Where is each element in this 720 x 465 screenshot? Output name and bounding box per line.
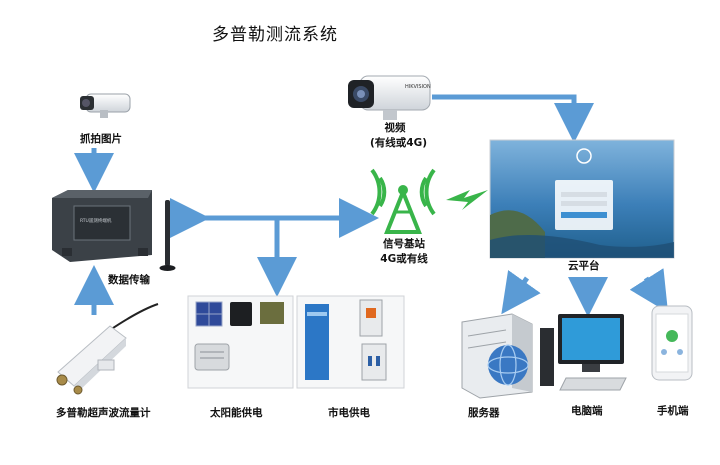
rtu-device-text: RTU遥测终端机 [80,217,112,224]
rtu-device-icon: RTU遥测终端机 [52,190,176,271]
cloud-platform-screen [489,139,675,259]
snapshot-camera-icon [80,93,131,118]
label-base-station-line1: 信号基站 [383,238,425,250]
page-title: 多普勒测流系统 [212,25,338,45]
label-snapshot-camera: 抓拍图片 [80,133,122,145]
arrow-cloud-to-server [501,270,541,315]
video-camera-icon: HIKVISION [348,75,431,120]
label-mains-power: 市电供电 [328,407,370,419]
mains-power-box [296,295,405,389]
pc-icon [540,314,627,391]
label-base-station-line2: 4G或有线 [380,253,428,265]
label-server: 服务器 [468,407,500,419]
server-icon [461,313,533,399]
label-pc: 电脑端 [571,405,603,417]
arrow-video-to-cloud [432,94,594,143]
label-video-camera: 视频 (有线或4G) [370,120,428,150]
label-cloud-platform: 云平台 [568,260,600,272]
flowmeter-icon [56,303,159,395]
wireless-link-icon [446,190,488,210]
label-video-line1: 视频 [384,122,406,134]
svg-text:HIKVISION: HIKVISION [405,84,431,90]
solar-power-box [187,295,294,389]
label-flowmeter: 多普勒超声波流量计 [56,407,151,419]
arrow-cloud-to-phone [629,268,669,313]
label-base-station: 信号基站 4G或有线 [376,236,432,266]
label-solar-power: 太阳能供电 [210,407,263,419]
base-station-icon [370,168,436,234]
label-phone: 手机端 [657,405,689,417]
label-rtu: 数据传输 [108,274,150,286]
connector-arrows [74,94,669,317]
label-video-line2: (有线或4G) [370,137,428,149]
phone-icon [651,305,693,381]
